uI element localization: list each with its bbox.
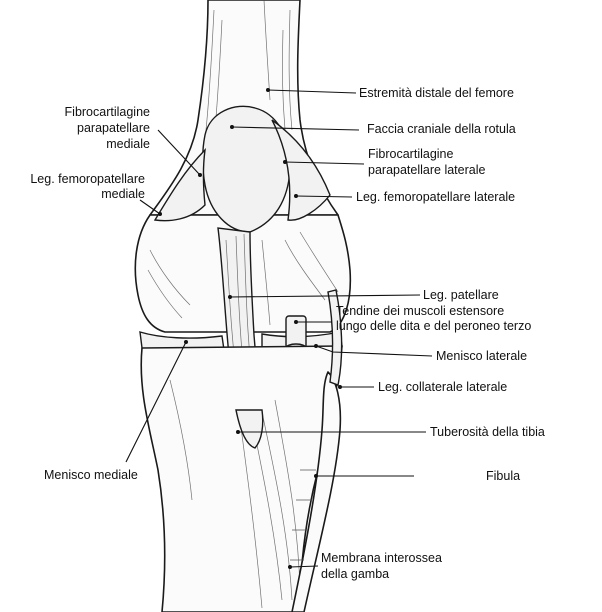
label-medial-fibrocartilage-line2: parapatellare — [77, 121, 150, 135]
label-medial-fibrocartilage-line3: mediale — [106, 137, 150, 151]
label-medial-meniscus: Menisco mediale — [44, 468, 138, 482]
label-lateral-femoropatellar: Leg. femoropatellare laterale — [356, 190, 515, 204]
label-distal-femur: Estremità distale del femore — [359, 86, 514, 100]
label-extensor-tendon-line1: Tendine dei muscoli estensore — [336, 304, 504, 318]
label-lateral-meniscus: Menisco laterale — [436, 349, 527, 363]
label-lateral-fibrocartilage-line2: parapatellare laterale — [368, 163, 485, 177]
label-patella-face: Faccia craniale della rotula — [367, 122, 516, 136]
label-lateral-collateral: Leg. collaterale laterale — [378, 380, 507, 394]
label-medial-fibrocartilage-line1: Fibrocartilagine — [65, 105, 151, 119]
label-extensor-tendon-line2: lungo delle dita e del peroneo terzo — [336, 319, 531, 333]
label-medial-femoropatellar-line2: mediale — [101, 187, 145, 201]
label-fibula: Fibula — [486, 469, 520, 483]
label-medial-femoropatellar-line1: Leg. femoropatellare — [30, 172, 145, 186]
label-interosseous-line2: della gamba — [321, 567, 389, 581]
medial-fibrocartilage — [155, 150, 205, 221]
label-lateral-fibrocartilage-line1: Fibrocartilagine — [368, 147, 454, 161]
label-tibial-tuberosity: Tuberosità della tibia — [430, 425, 545, 439]
label-patellar-ligament: Leg. patellare — [423, 288, 499, 302]
label-interosseous-line1: Membrana interossea — [321, 551, 442, 565]
